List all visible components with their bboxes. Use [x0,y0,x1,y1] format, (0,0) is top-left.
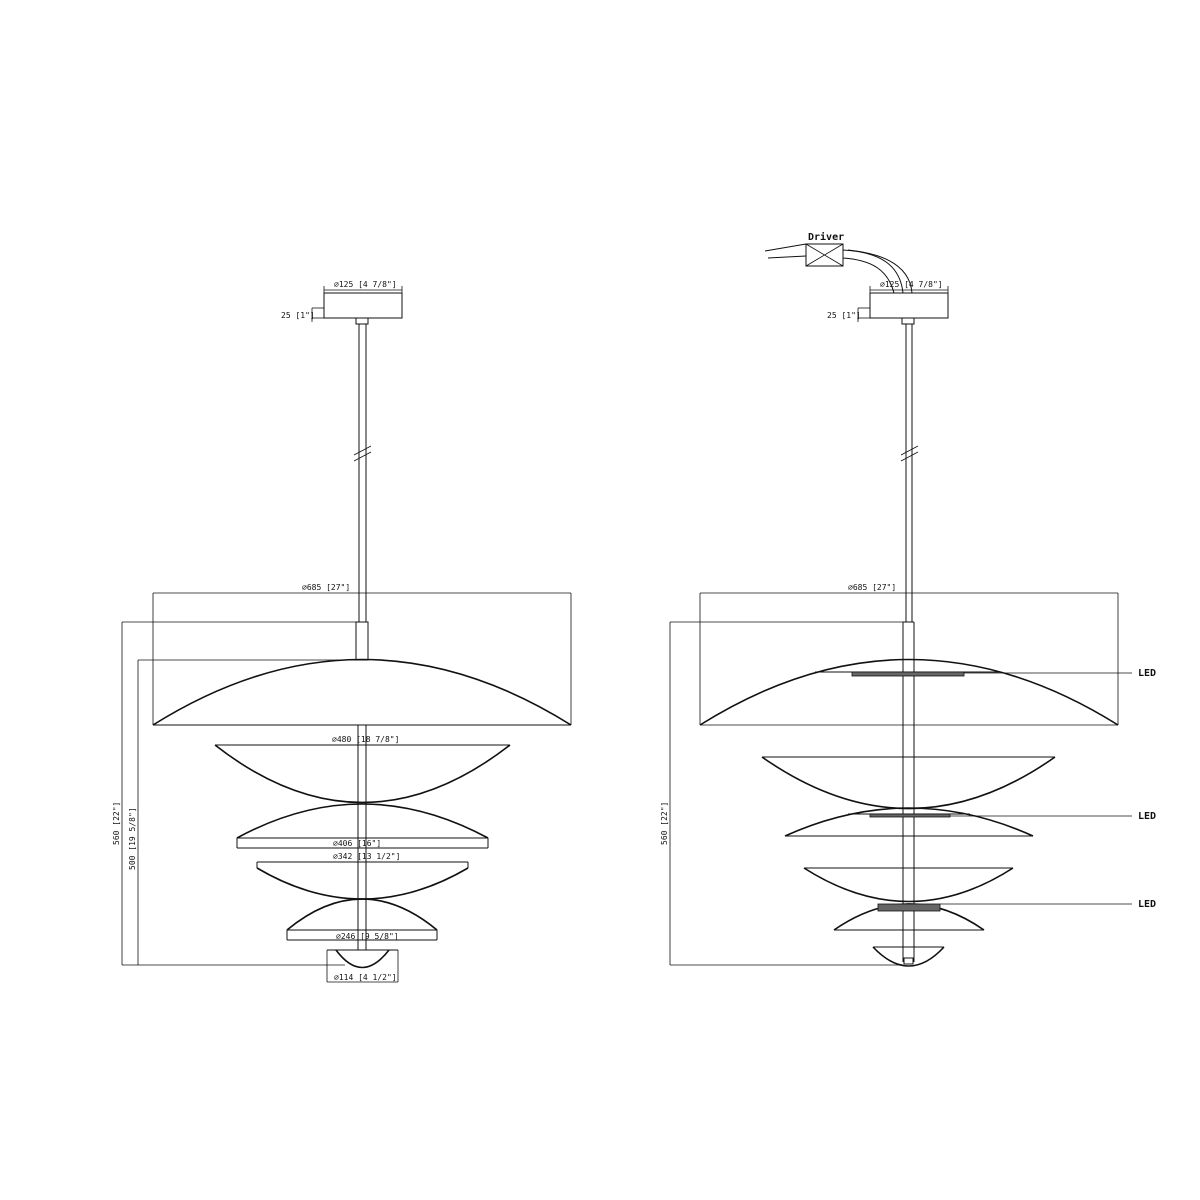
led-label-middle: LED [1138,811,1156,822]
left-total-height-label: 560 [22"] [112,802,121,845]
right-shade-480 [761,756,1056,810]
left-shade3-diameter-label: ⌀406 [16"] [333,839,381,848]
left-shade6-diameter-label: ⌀114 [4 1/2"] [334,973,397,982]
right-driver: Driver [764,231,913,294]
right-shade-406 [784,807,1034,837]
led-label-bottom: LED [1138,899,1156,910]
left-shade-246: ⌀246 [9 5/8"] [286,898,438,941]
left-view: ⌀125 [4 7/8"] 25 [1"] ⌀685 [27"] [112,280,572,983]
left-shade-480: ⌀480 [18 7/8"] [214,735,511,804]
right-canopy: ⌀125 [4 7/8"] 25 [1"] [827,280,949,325]
left-canopy: ⌀125 [4 7/8"] 25 [1"] [281,280,403,325]
right-canopy-diameter-label: ⌀125 [4 7/8"] [880,280,943,289]
right-shade-246 [833,903,985,931]
left-shade4-diameter-label: ⌀342 [13 1/2"] [333,852,400,861]
led-callouts: LED LED LED [940,668,1156,910]
left-shade-114: ⌀114 [4 1/2"] [326,949,399,983]
left-body-height-label: 500 [19 5/8"] [128,807,137,870]
right-shade-114 [872,946,945,967]
right-total-height-label: 560 [22"] [660,802,669,845]
left-shade-406: ⌀406 [16"] [236,803,489,849]
right-shade-342 [803,867,1014,903]
left-shade-342: ⌀342 [13 1/2"] [256,852,469,900]
right-canopy-height-label: 25 [1"] [827,311,861,320]
right-view: Driver ⌀125 [4 7/8"] 25 [1"] [660,231,1156,967]
right-height-dimension: 560 [22"] [660,621,903,966]
left-shade-685: ⌀685 [27"] [152,583,572,726]
right-stem [900,324,919,962]
driver-label: Driver [808,231,844,243]
left-canopy-height-label: 25 [1"] [281,311,315,320]
left-shade2-diameter-label: ⌀480 [18 7/8"] [332,735,399,744]
left-shade5-diameter-label: ⌀246 [9 5/8"] [336,932,399,941]
left-canopy-diameter-label: ⌀125 [4 7/8"] [334,280,397,289]
left-stem [353,324,372,661]
right-shade1-diameter-label: ⌀685 [27"] [848,583,896,592]
right-shade-685: ⌀685 [27"] [699,583,1119,726]
led-label-top: LED [1138,668,1156,679]
left-height-dimensions: 560 [22"] 500 [19 5/8"] [112,621,356,966]
left-shade1-diameter-label: ⌀685 [27"] [302,583,350,592]
